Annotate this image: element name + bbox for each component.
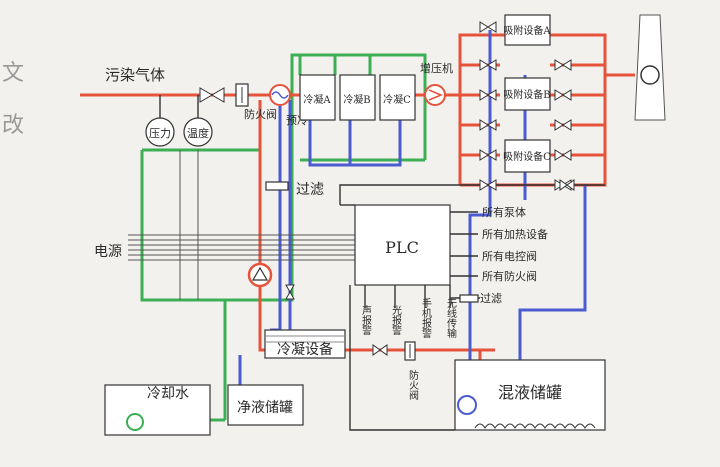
cooling-water-tank: 冷却水 <box>104 384 211 436</box>
alarm-labels: 声报警 光报警 手机报警 无线传输 <box>360 297 457 339</box>
cooling-water-label: 冷却水 <box>147 386 189 402</box>
fire-damper-label: 防火阀 <box>244 107 277 121</box>
pressure-label: 压力 <box>149 127 171 140</box>
margin-mark: 文 <box>2 61 24 86</box>
liquid-valve <box>372 344 388 356</box>
all-control-valves-label: 所有电控阀 <box>482 249 537 263</box>
filter-label: 过滤 <box>296 182 324 198</box>
phone-alarm-label: 手机报警 <box>420 297 432 338</box>
condenser-a: 冷凝A <box>299 74 336 121</box>
gas-inlet-valve <box>199 87 225 103</box>
adsorber-bottom-valve <box>559 179 575 191</box>
liquid-fire-damper: 防火阀 <box>404 341 419 401</box>
polluted-gas-label: 污染气体 <box>105 66 165 84</box>
margin-mark: 改 <box>2 113 24 138</box>
adsorber-a-label: 吸附设备A <box>503 24 551 37</box>
booster-fan: 增压机 <box>420 61 453 106</box>
temperature-label: 温度 <box>187 126 209 140</box>
plc-controller: PLC <box>354 204 451 286</box>
power-label: 电源 <box>94 244 122 260</box>
adsorber-c-label: 吸附设备C <box>503 150 551 163</box>
temperature-gauge: 温度 <box>183 95 213 147</box>
precool-exchanger: 预冷 <box>269 84 308 127</box>
sound-alarm-label: 声报警 <box>360 304 372 335</box>
filter-2-label: 过滤 <box>480 292 502 305</box>
fire-damper-2-label: 防火阀 <box>407 369 419 401</box>
cooling-water-lines <box>105 53 427 422</box>
light-alarm-label: 光报警 <box>390 304 402 335</box>
condensing-equipment-label: 冷凝设备 <box>277 341 333 358</box>
condenser-c: 冷凝C <box>379 74 416 121</box>
signal-lines <box>128 150 605 431</box>
mixed-liquid-tank-label: 混液储罐 <box>498 383 562 402</box>
all-heaters-label: 所有加热设备 <box>482 227 548 241</box>
adsorber-c: 吸附设备C <box>503 139 551 173</box>
chimney-stack <box>634 14 666 121</box>
condenser-a-label: 冷凝A <box>303 93 331 106</box>
booster-fan-label: 增压机 <box>420 61 453 75</box>
mixed-liquid-tank: 混液储罐 <box>454 359 606 431</box>
plc-label: PLC <box>385 238 419 257</box>
condenser-valve <box>285 284 295 300</box>
adsorber-b: 吸附设备B <box>503 77 551 111</box>
wireless-transmit-label: 无线传输 <box>445 298 457 339</box>
filter: 过滤 <box>265 181 324 198</box>
adsorber-b-label: 吸附设备B <box>503 88 550 101</box>
condenser-b: 冷凝B <box>339 74 376 121</box>
adsorber-a: 吸附设备A <box>503 14 551 46</box>
clean-liquid-tank: 净液储罐 <box>227 384 304 426</box>
inlet-fire-damper: 防火阀 <box>235 83 277 121</box>
condenser-b-label: 冷凝B <box>343 93 370 106</box>
all-fire-valves-label: 所有防火阀 <box>482 269 537 283</box>
condenser-c-label: 冷凝C <box>383 93 411 106</box>
condensate-pump <box>247 262 273 288</box>
adsorber-valves <box>479 21 572 191</box>
all-pumps-label: 所有泵体 <box>482 205 526 219</box>
condensing-equipment: 冷凝设备 <box>264 329 346 359</box>
clean-liquid-tank-label: 净液储罐 <box>237 400 293 416</box>
filter-2: 过滤 <box>459 292 502 305</box>
pressure-gauge: 压力 <box>145 95 175 147</box>
